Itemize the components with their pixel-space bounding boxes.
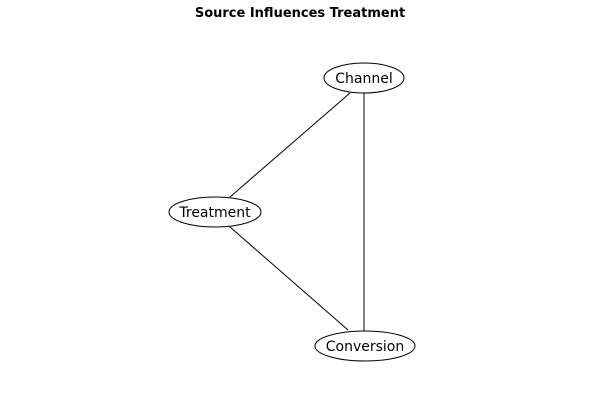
diagram-title: Source Influences Treatment: [194, 6, 406, 21]
node-conversion-shape: [314, 330, 416, 362]
node-channel-label: Channel: [335, 71, 392, 87]
edge-channel-treatment: [229, 92, 351, 198]
node-treatment-shape: [168, 196, 262, 228]
node-treatment: Treatment: [168, 196, 262, 228]
node-treatment-label: Treatment: [178, 205, 251, 221]
node-channel-shape: [323, 62, 405, 94]
node-conversion-label: Conversion: [326, 339, 405, 355]
node-channel: Channel: [323, 62, 405, 94]
edge-treatment-conversion: [229, 226, 349, 331]
node-conversion: Conversion: [314, 330, 416, 362]
edges-layer: [229, 92, 365, 331]
